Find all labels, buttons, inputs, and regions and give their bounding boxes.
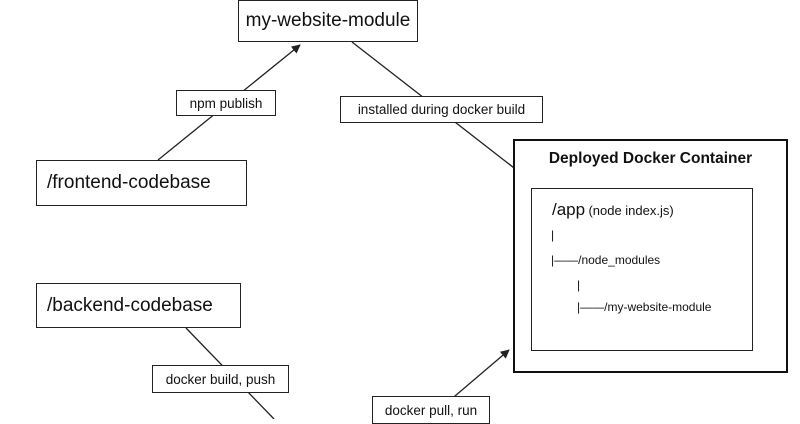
module-node: my-website-module bbox=[238, 0, 418, 42]
npm-publish-label: npm publish bbox=[176, 90, 276, 116]
npm-publish-text: npm publish bbox=[189, 95, 263, 111]
docker-build-push-label: docker build, push bbox=[152, 365, 289, 393]
backend-codebase-node: /backend-codebase bbox=[36, 283, 241, 328]
app-directory-name: /app bbox=[552, 200, 586, 219]
container-title: Deployed Docker Container bbox=[548, 150, 753, 167]
tree-connector-nested: | bbox=[577, 278, 581, 292]
app-directory-box: /app (node index.js) | |——/node_modules … bbox=[531, 188, 753, 351]
docker-pull-run-label: docker pull, run bbox=[372, 396, 490, 424]
docker-build-push-text: docker build, push bbox=[165, 371, 276, 387]
deployed-container-box: Deployed Docker Container /app (node ind… bbox=[513, 139, 788, 373]
installed-during-build-label: installed during docker build bbox=[340, 96, 543, 123]
app-directory-line: /app (node index.js) bbox=[552, 200, 674, 220]
tree-connector: | bbox=[551, 228, 555, 242]
website-module-entry: |——/my-website-module bbox=[577, 300, 712, 314]
node-modules-entry: |——/node_modules bbox=[551, 253, 661, 267]
app-command: (node index.js) bbox=[588, 203, 674, 218]
frontend-codebase-node: /frontend-codebase bbox=[36, 160, 247, 206]
backend-codebase-label: /backend-codebase bbox=[47, 294, 213, 316]
frontend-codebase-label: /frontend-codebase bbox=[47, 172, 211, 193]
module-node-label: my-website-module bbox=[245, 10, 411, 31]
docker-pull-run-text: docker pull, run bbox=[384, 402, 478, 418]
installed-during-build-text: installed during docker build bbox=[357, 102, 526, 117]
